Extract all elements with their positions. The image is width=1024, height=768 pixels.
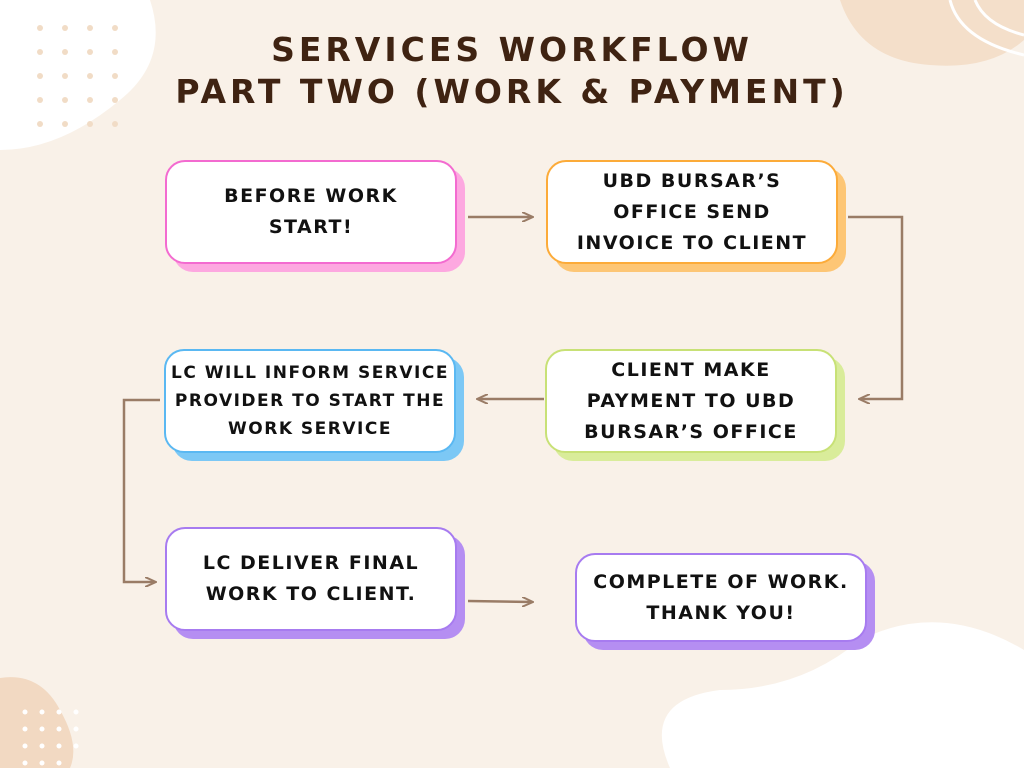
step-payment: CLIENT MAKE PAYMENT TO UBD BURSAR’S OFFI… [545, 349, 845, 461]
step-before-work-label: BEFORE WORK START! [224, 185, 398, 238]
arrow-deliver-to-complete [467, 601, 532, 602]
step-inform-label: LC WILL INFORM SERVICE PROVIDER TO START… [171, 363, 449, 439]
step-complete: COMPLETE OF WORK. THANK YOU! [575, 553, 875, 650]
arrow-inform-to-deliver [122, 398, 160, 582]
step-inform: LC WILL INFORM SERVICE PROVIDER TO START… [164, 349, 464, 461]
step-invoice-label: UBD BURSAR’S OFFICE SEND INVOICE TO CLIE… [576, 169, 808, 254]
step-complete-label: COMPLETE OF WORK. THANK YOU! [593, 570, 849, 624]
arrow-invoice-to-payment [848, 215, 904, 399]
title-line-1: SERVICES WORKFLOW [271, 30, 753, 69]
step-before-work: BEFORE WORK START! [165, 160, 465, 272]
title-line-2: PART TWO (WORK & PAYMENT) [175, 72, 849, 111]
step-deliver: LC DELIVER FINAL WORK TO CLIENT. [165, 527, 465, 639]
step-deliver-label: LC DELIVER FINAL WORK TO CLIENT. [202, 552, 420, 605]
step-invoice: UBD BURSAR’S OFFICE SEND INVOICE TO CLIE… [546, 160, 846, 272]
step-payment-label: CLIENT MAKE PAYMENT TO UBD BURSAR’S OFFI… [584, 358, 798, 443]
